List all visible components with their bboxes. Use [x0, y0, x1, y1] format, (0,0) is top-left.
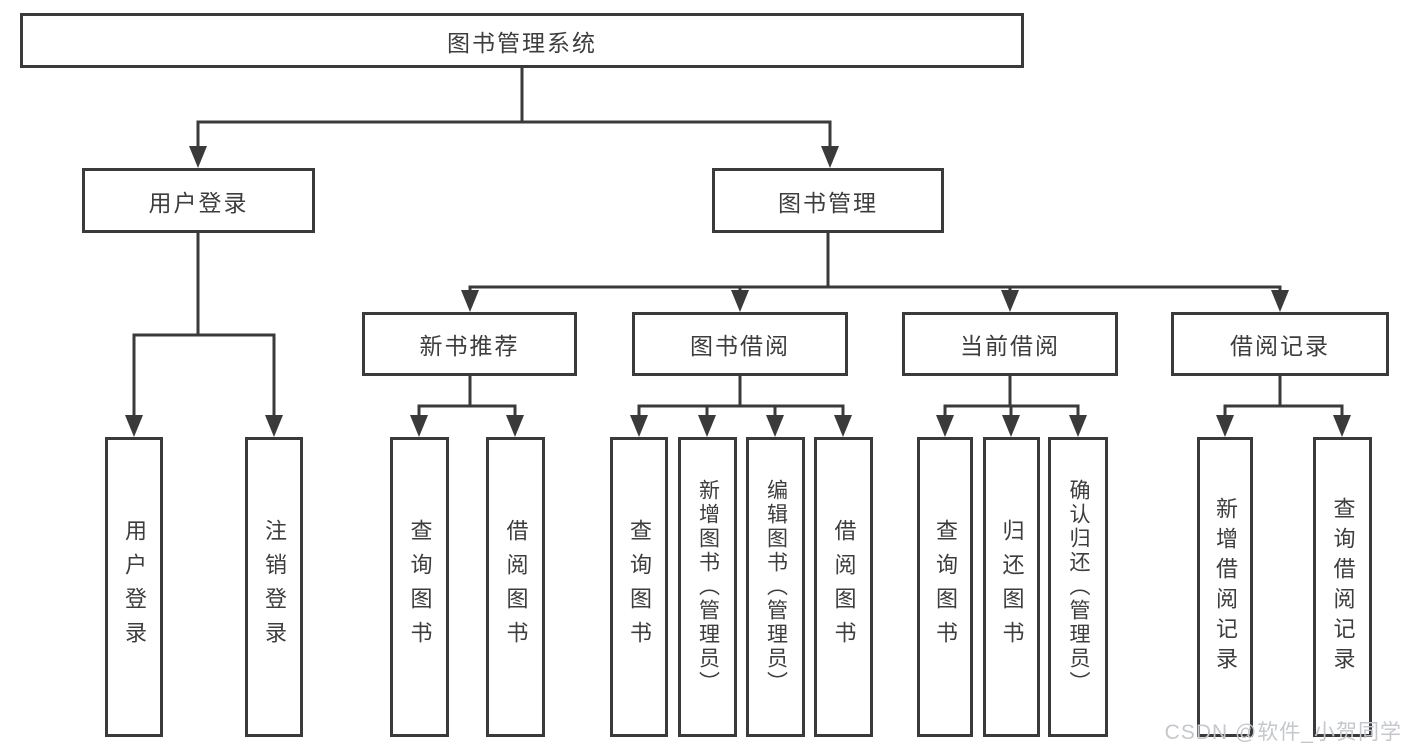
- node-label: 图书管理系统: [447, 29, 597, 56]
- node-label: 用户登录: [148, 189, 249, 216]
- arrowhead-icon: [265, 415, 283, 437]
- node-label: 查询图书: [933, 519, 958, 655]
- node-label: 当前借阅: [960, 333, 1060, 359]
- node-label: 借阅图书: [503, 519, 529, 655]
- arrowhead-icon: [506, 415, 524, 437]
- arrowhead-icon: [1333, 415, 1351, 437]
- node-book-borrowing: 图书借阅: [632, 312, 848, 376]
- node-leaf-return-books: 归还图书: [983, 437, 1040, 737]
- arrowhead-icon: [821, 146, 839, 168]
- arrowhead-icon: [1271, 290, 1289, 312]
- node-label: 归还图书: [999, 519, 1025, 655]
- node-new-book-recommend: 新书推荐: [362, 312, 577, 376]
- arrowhead-icon: [698, 415, 716, 437]
- arrowhead-icon: [1002, 415, 1020, 437]
- node-current-borrowing: 当前借阅: [902, 312, 1118, 376]
- node-label: 用户登录: [122, 519, 147, 655]
- node-label: 查询图书: [407, 519, 433, 655]
- node-label: 图书借阅: [690, 333, 790, 359]
- node-label: 借阅图书: [831, 519, 857, 655]
- node-leaf-query-books-1: 查询图书: [390, 437, 449, 737]
- node-leaf-query-borrow-record: 查询借阅记录: [1313, 437, 1372, 737]
- node-label: 编辑图书（管理员）: [764, 479, 788, 695]
- node-leaf-user-login: 用户登录: [105, 437, 163, 737]
- node-leaf-borrow-books-1: 借阅图书: [486, 437, 545, 737]
- arrowhead-icon: [731, 290, 749, 312]
- node-label: 借阅记录: [1230, 333, 1330, 359]
- node-user-login: 用户登录: [82, 168, 315, 233]
- node-label: 新增图书（管理员）: [696, 479, 720, 695]
- csdn-watermark: CSDN @软件_小贺同学: [1164, 721, 1402, 744]
- arrowhead-icon: [1216, 415, 1234, 437]
- node-label: 注销登录: [262, 519, 287, 655]
- arrowhead-icon: [125, 415, 143, 437]
- arrowhead-icon: [1001, 290, 1019, 312]
- arrowhead-icon: [936, 415, 954, 437]
- node-leaf-add-books-admin: 新增图书（管理员）: [678, 437, 737, 737]
- node-label: 图书管理: [778, 189, 878, 216]
- node-label: 查询图书: [627, 519, 652, 655]
- node-label: 新书推荐: [419, 333, 520, 359]
- arrowhead-icon: [766, 415, 784, 437]
- node-leaf-borrow-books-2: 借阅图书: [814, 437, 873, 737]
- node-book-management: 图书管理: [712, 168, 944, 233]
- node-leaf-add-borrow-record: 新增借阅记录: [1197, 437, 1253, 737]
- node-label: 新增借阅记录: [1213, 497, 1238, 677]
- node-label: 确认归还（管理员）: [1067, 479, 1090, 695]
- node-borrowing-records: 借阅记录: [1171, 312, 1389, 376]
- arrowhead-icon: [630, 415, 648, 437]
- node-label: 查询借阅记录: [1330, 497, 1356, 677]
- arrowhead-icon: [834, 415, 852, 437]
- node-leaf-edit-books-admin: 编辑图书（管理员）: [746, 437, 805, 737]
- arrowhead-icon: [1069, 415, 1087, 437]
- arrowhead-icon: [461, 290, 479, 312]
- node-leaf-query-books-2: 查询图书: [610, 437, 668, 737]
- node-leaf-logout: 注销登录: [245, 437, 303, 737]
- node-library-management-system: 图书管理系统: [20, 13, 1024, 68]
- node-leaf-query-books-3: 查询图书: [917, 437, 973, 737]
- node-leaf-confirm-return-admin: 确认归还（管理员）: [1048, 437, 1108, 737]
- arrowhead-icon: [189, 146, 207, 168]
- arrowhead-icon: [410, 415, 428, 437]
